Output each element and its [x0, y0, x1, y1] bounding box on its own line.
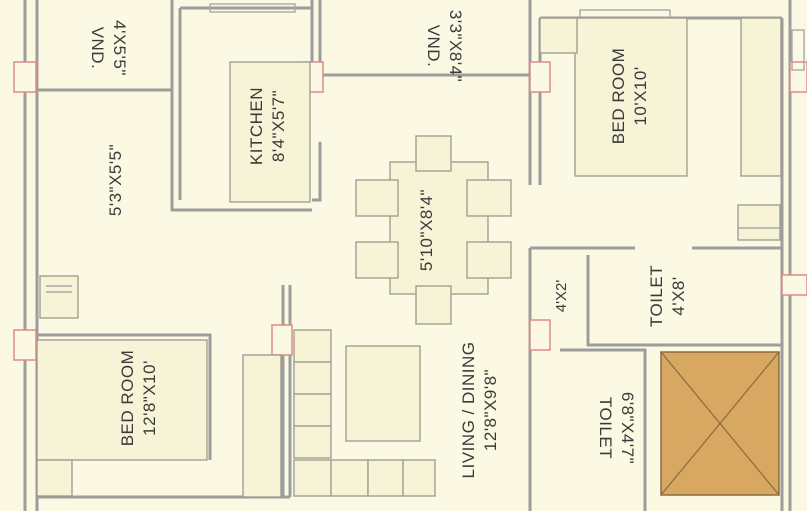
coffee-table: [345, 345, 421, 442]
bedroom-top-furniture: [539, 17, 782, 241]
chair: [415, 135, 452, 172]
column: [529, 319, 551, 351]
side-table: [36, 459, 73, 497]
column: [781, 274, 807, 296]
living-name: LIVING / DINING: [459, 342, 478, 479]
living-size: 12'8"X9'8": [481, 369, 500, 451]
kitchen-size: 8'4"X5'7": [269, 90, 288, 162]
room-labels: VND. 4'X5'5" VND. 3'3"X8'4" KITCHEN 8'4"…: [88, 10, 688, 479]
wardrobe: [740, 17, 782, 177]
wardrobe: [242, 354, 282, 498]
bed: [36, 339, 208, 461]
toilet-bottom-size: 6'8"X4'7": [618, 392, 637, 464]
bedroom-left-furniture: [36, 275, 282, 498]
bed: [574, 17, 688, 177]
chair: [466, 179, 512, 217]
vnd-top-size: 3'3"X8'4": [446, 10, 465, 82]
kitchen-name: KITCHEN: [247, 87, 266, 165]
windows: [209, 3, 805, 71]
column: [13, 329, 37, 361]
bedroom-left-size: 12'8"X10': [140, 360, 159, 436]
bedroom-top-name: BED ROOM: [609, 48, 628, 145]
column: [529, 61, 551, 93]
side-table: [539, 17, 578, 54]
column: [13, 61, 37, 93]
vnd-left-size: 4'X5'5": [110, 20, 129, 76]
passage-size: 5'3"X5'5": [106, 144, 125, 216]
dining-set: [355, 135, 512, 325]
column: [271, 324, 293, 356]
chair: [355, 241, 399, 279]
chair: [415, 285, 452, 325]
chair: [466, 241, 512, 279]
toilet-bottom-name: TOILET: [596, 397, 615, 459]
vnd-top-name: VND.: [424, 25, 443, 68]
duct-shaft: [660, 351, 780, 496]
bedroom-top-size: 10'X10': [631, 66, 650, 125]
kitchen-counter: [229, 61, 311, 203]
dining-size: 5'10"X8'4": [417, 189, 436, 271]
store-size: 4'X2': [553, 280, 570, 313]
chair: [355, 179, 399, 217]
side-table: [39, 275, 79, 319]
toilet-top-size: 4'X8': [669, 276, 688, 315]
desk: [737, 204, 781, 241]
toilet-top-name: TOILET: [647, 265, 666, 327]
bedroom-left-name: BED ROOM: [118, 350, 137, 447]
vnd-left-name: VND.: [88, 27, 107, 70]
living-furniture: [293, 329, 436, 497]
